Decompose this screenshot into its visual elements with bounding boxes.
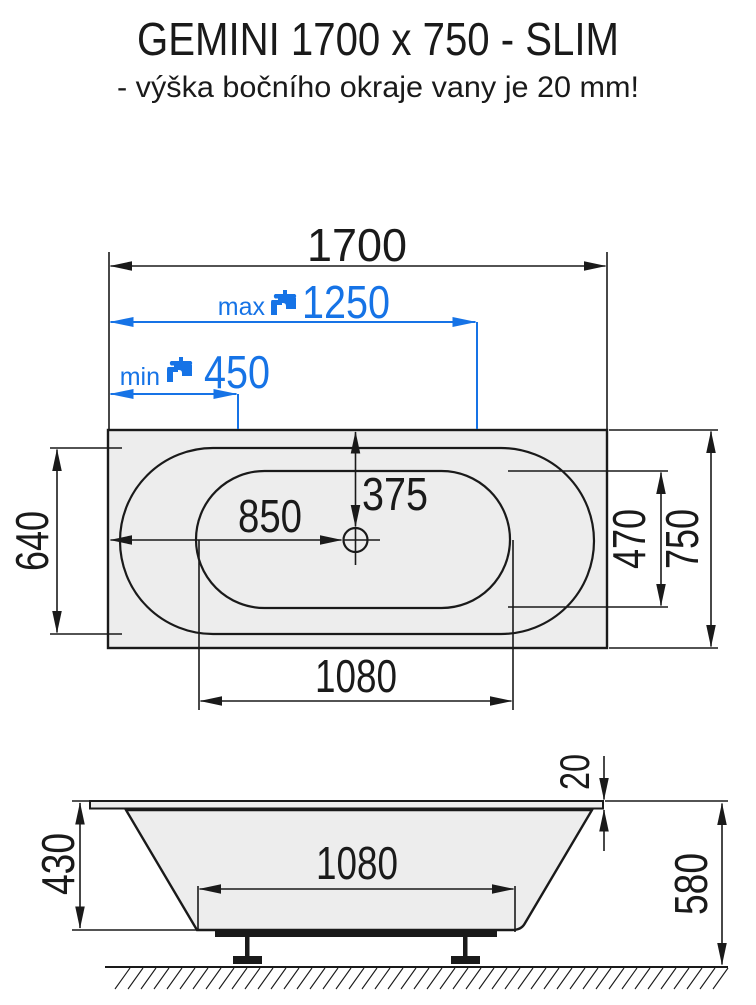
dimension-rim-width: 640 xyxy=(6,447,122,635)
faucet-icon xyxy=(167,357,193,382)
page-subtitle: - výška bočního okraje vany je 20 mm! xyxy=(117,71,639,104)
dimension-basin-width: 470 xyxy=(508,470,668,608)
dim-470-label: 470 xyxy=(603,509,655,569)
drain-symbol xyxy=(342,526,380,565)
header: GEMINI 1700 x 750 - SLIM - výška bočního… xyxy=(117,13,639,104)
ground-hatching xyxy=(105,966,729,990)
dimension-overall-length: 1700 xyxy=(108,219,608,429)
dimension-edge-height: 20 xyxy=(551,754,609,851)
dim-640-label: 640 xyxy=(6,511,58,571)
dimension-overall-height: 580 xyxy=(605,800,728,966)
dim-580-label: 580 xyxy=(665,853,717,915)
faucet-icon xyxy=(271,290,297,315)
top-view: 1700 max 1250 min 450 xyxy=(6,219,718,710)
tub-leg xyxy=(245,937,250,958)
dimension-basin-length: 1080 xyxy=(198,540,514,710)
tub-foot xyxy=(451,956,480,964)
dimension-faucet-min: min 450 xyxy=(109,346,270,429)
dim-1080-side-label: 1080 xyxy=(316,837,398,889)
dimension-faucet-max: max 1250 xyxy=(109,276,478,429)
tub-leg xyxy=(463,937,468,958)
side-view: 430 1080 20 580 xyxy=(32,754,729,990)
support-pad xyxy=(215,931,497,937)
dim-750-label: 750 xyxy=(656,509,708,569)
dimension-inner-depth: 430 xyxy=(32,800,197,931)
dim-1700-label: 1700 xyxy=(307,219,407,271)
dim-375-label: 375 xyxy=(362,468,428,520)
faucet-max-value: 1250 xyxy=(302,276,390,328)
tub-foot xyxy=(233,956,262,964)
dimension-drain-from-left: 850 xyxy=(109,490,343,545)
faucet-min-value: 450 xyxy=(204,346,270,398)
dim-20-label: 20 xyxy=(551,754,598,790)
dim-1080-label: 1080 xyxy=(315,650,397,702)
dim-430-label: 430 xyxy=(32,833,84,895)
dimension-drain-from-top: 375 xyxy=(350,431,428,528)
dimension-bottom-length: 1080 xyxy=(197,837,516,932)
dim-850-label: 850 xyxy=(238,490,302,542)
dimension-overall-width: 750 xyxy=(609,429,718,649)
faucet-min-prefix: min xyxy=(120,363,160,391)
tub-body-section xyxy=(123,808,595,932)
tub-rim-edge xyxy=(89,800,604,810)
page-title: GEMINI 1700 x 750 - SLIM xyxy=(137,13,619,65)
faucet-max-prefix: max xyxy=(218,293,266,321)
